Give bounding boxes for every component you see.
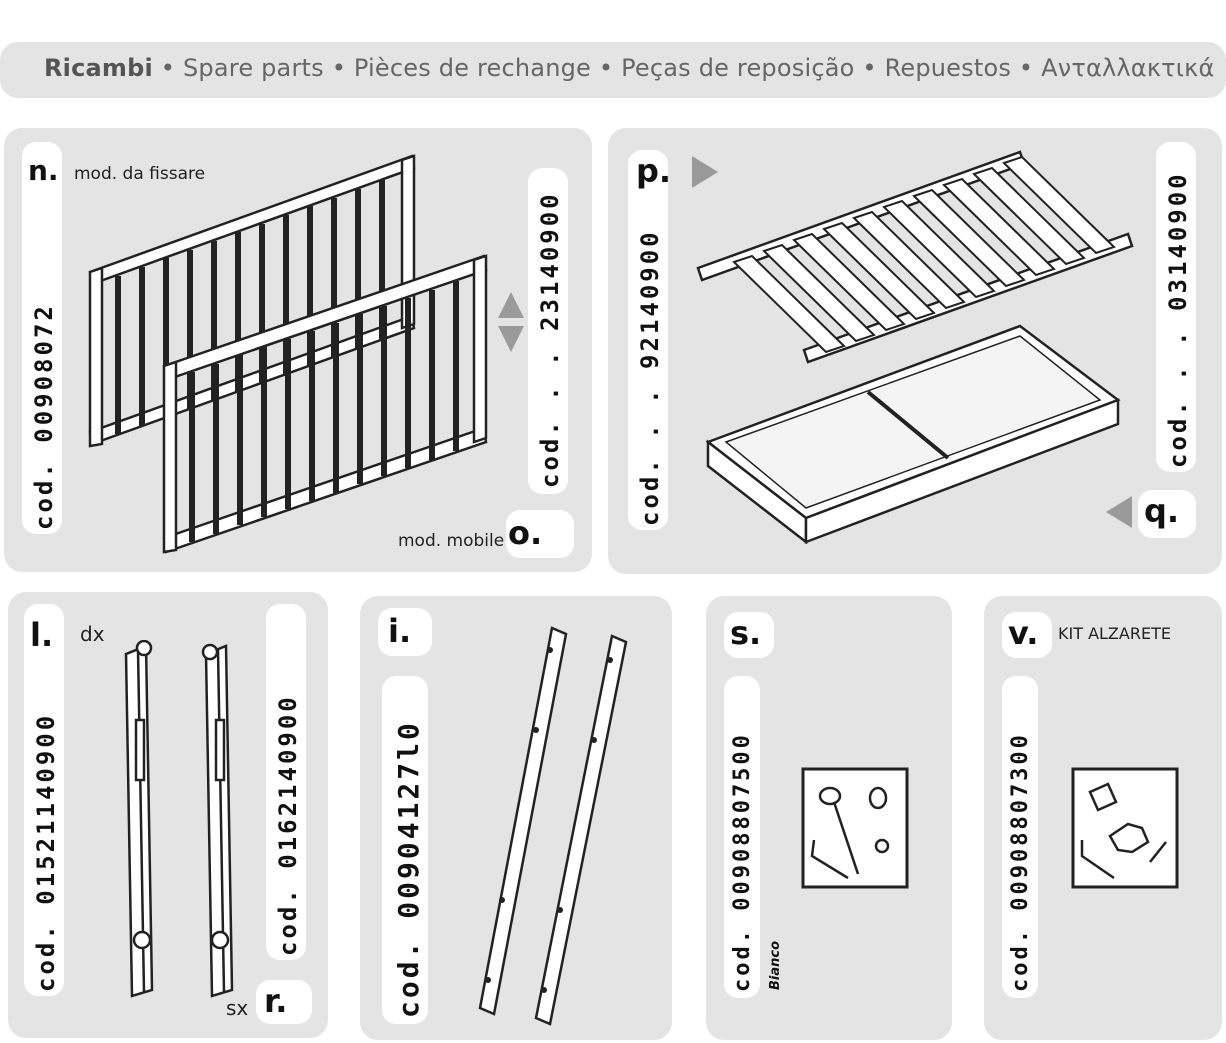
letter-p: p. (636, 152, 672, 190)
arrow-right-icon (692, 156, 718, 188)
label-sx: sx (226, 996, 249, 1020)
letter-r: r. (264, 982, 288, 1020)
cod-fixed: cod. 00908072 (30, 303, 58, 530)
cod-box-sx (266, 604, 306, 960)
cod-hardware: cod. 00908807500 (730, 732, 755, 992)
label-mod-da-fissare: mod. da fissare (74, 164, 206, 184)
label-dx: dx (80, 622, 105, 646)
kit-bag-icon (1071, 767, 1179, 889)
letter-o: o. (508, 514, 543, 552)
letter-box-sx (256, 980, 312, 1024)
label-kit-alzarete: KIT ALZARETE (1058, 624, 1171, 643)
slat-base-drawing (696, 150, 1134, 364)
cod-box-kit (1002, 676, 1038, 998)
end-frame-dx-drawing (124, 640, 154, 998)
cod-mobile: cod. . . 23140900 (536, 191, 564, 488)
cod-box-fixed (22, 142, 62, 534)
letter-v: v. (1008, 614, 1039, 652)
letter-l: l. (30, 616, 54, 654)
drawer-drawing (705, 324, 1121, 544)
cod-box-dx (24, 604, 64, 996)
header-item-pecas: Peças de reposição (621, 54, 855, 82)
cod-box-hardware (724, 676, 760, 998)
letter-box-drawer (1138, 490, 1196, 538)
letter-i: i. (388, 612, 412, 650)
bianco-note: Bianco (768, 940, 783, 990)
letter-box-rails (378, 608, 432, 656)
header-item-repuestos: Repuestos (884, 54, 1012, 82)
cod-drawer: cod. . . 03140900 (1164, 171, 1192, 468)
cod-rails: cod. 00904127l0 (392, 720, 425, 1018)
arrow-left-icon (1106, 496, 1132, 528)
header-languages: Ricambi • Spare parts • Pièces de rechan… (44, 54, 1215, 82)
header-item-greek: Ανταλλακτικά (1041, 54, 1215, 82)
header-item-ricambi: Ricambi (44, 54, 153, 82)
hardware-bag-icon (801, 767, 909, 889)
letter-box-mobile (506, 510, 574, 558)
letter-q: q. (1144, 492, 1180, 530)
header-item-spare-parts: Spare parts (183, 54, 324, 82)
rails-drawing (478, 626, 628, 1026)
cod-box-rails (382, 676, 428, 1024)
label-mod-mobile: mod. mobile (398, 531, 505, 551)
letter-box-hardware (724, 612, 774, 658)
cod-kit: cod. 00908807300 (1008, 732, 1033, 992)
cod-slats: cod. . . 92140900 (636, 229, 664, 526)
cod-box-drawer (1156, 142, 1196, 472)
end-frame-sx-drawing (201, 643, 234, 998)
letter-s: s. (730, 614, 762, 652)
cod-sx: cod. 0162140900 (274, 694, 302, 956)
up-down-arrows-icon (498, 292, 524, 352)
header-bar (0, 42, 1226, 98)
header-item-pieces: Pièces de rechange (353, 54, 592, 82)
cod-box-slats (628, 150, 668, 530)
letter-n: n. (28, 154, 59, 187)
cot-side-mobile-drawing (162, 254, 488, 554)
letter-box-kit (1002, 612, 1052, 658)
cod-box-mobile (528, 168, 568, 494)
cod-dx: cod. 01521140900 (32, 712, 60, 992)
